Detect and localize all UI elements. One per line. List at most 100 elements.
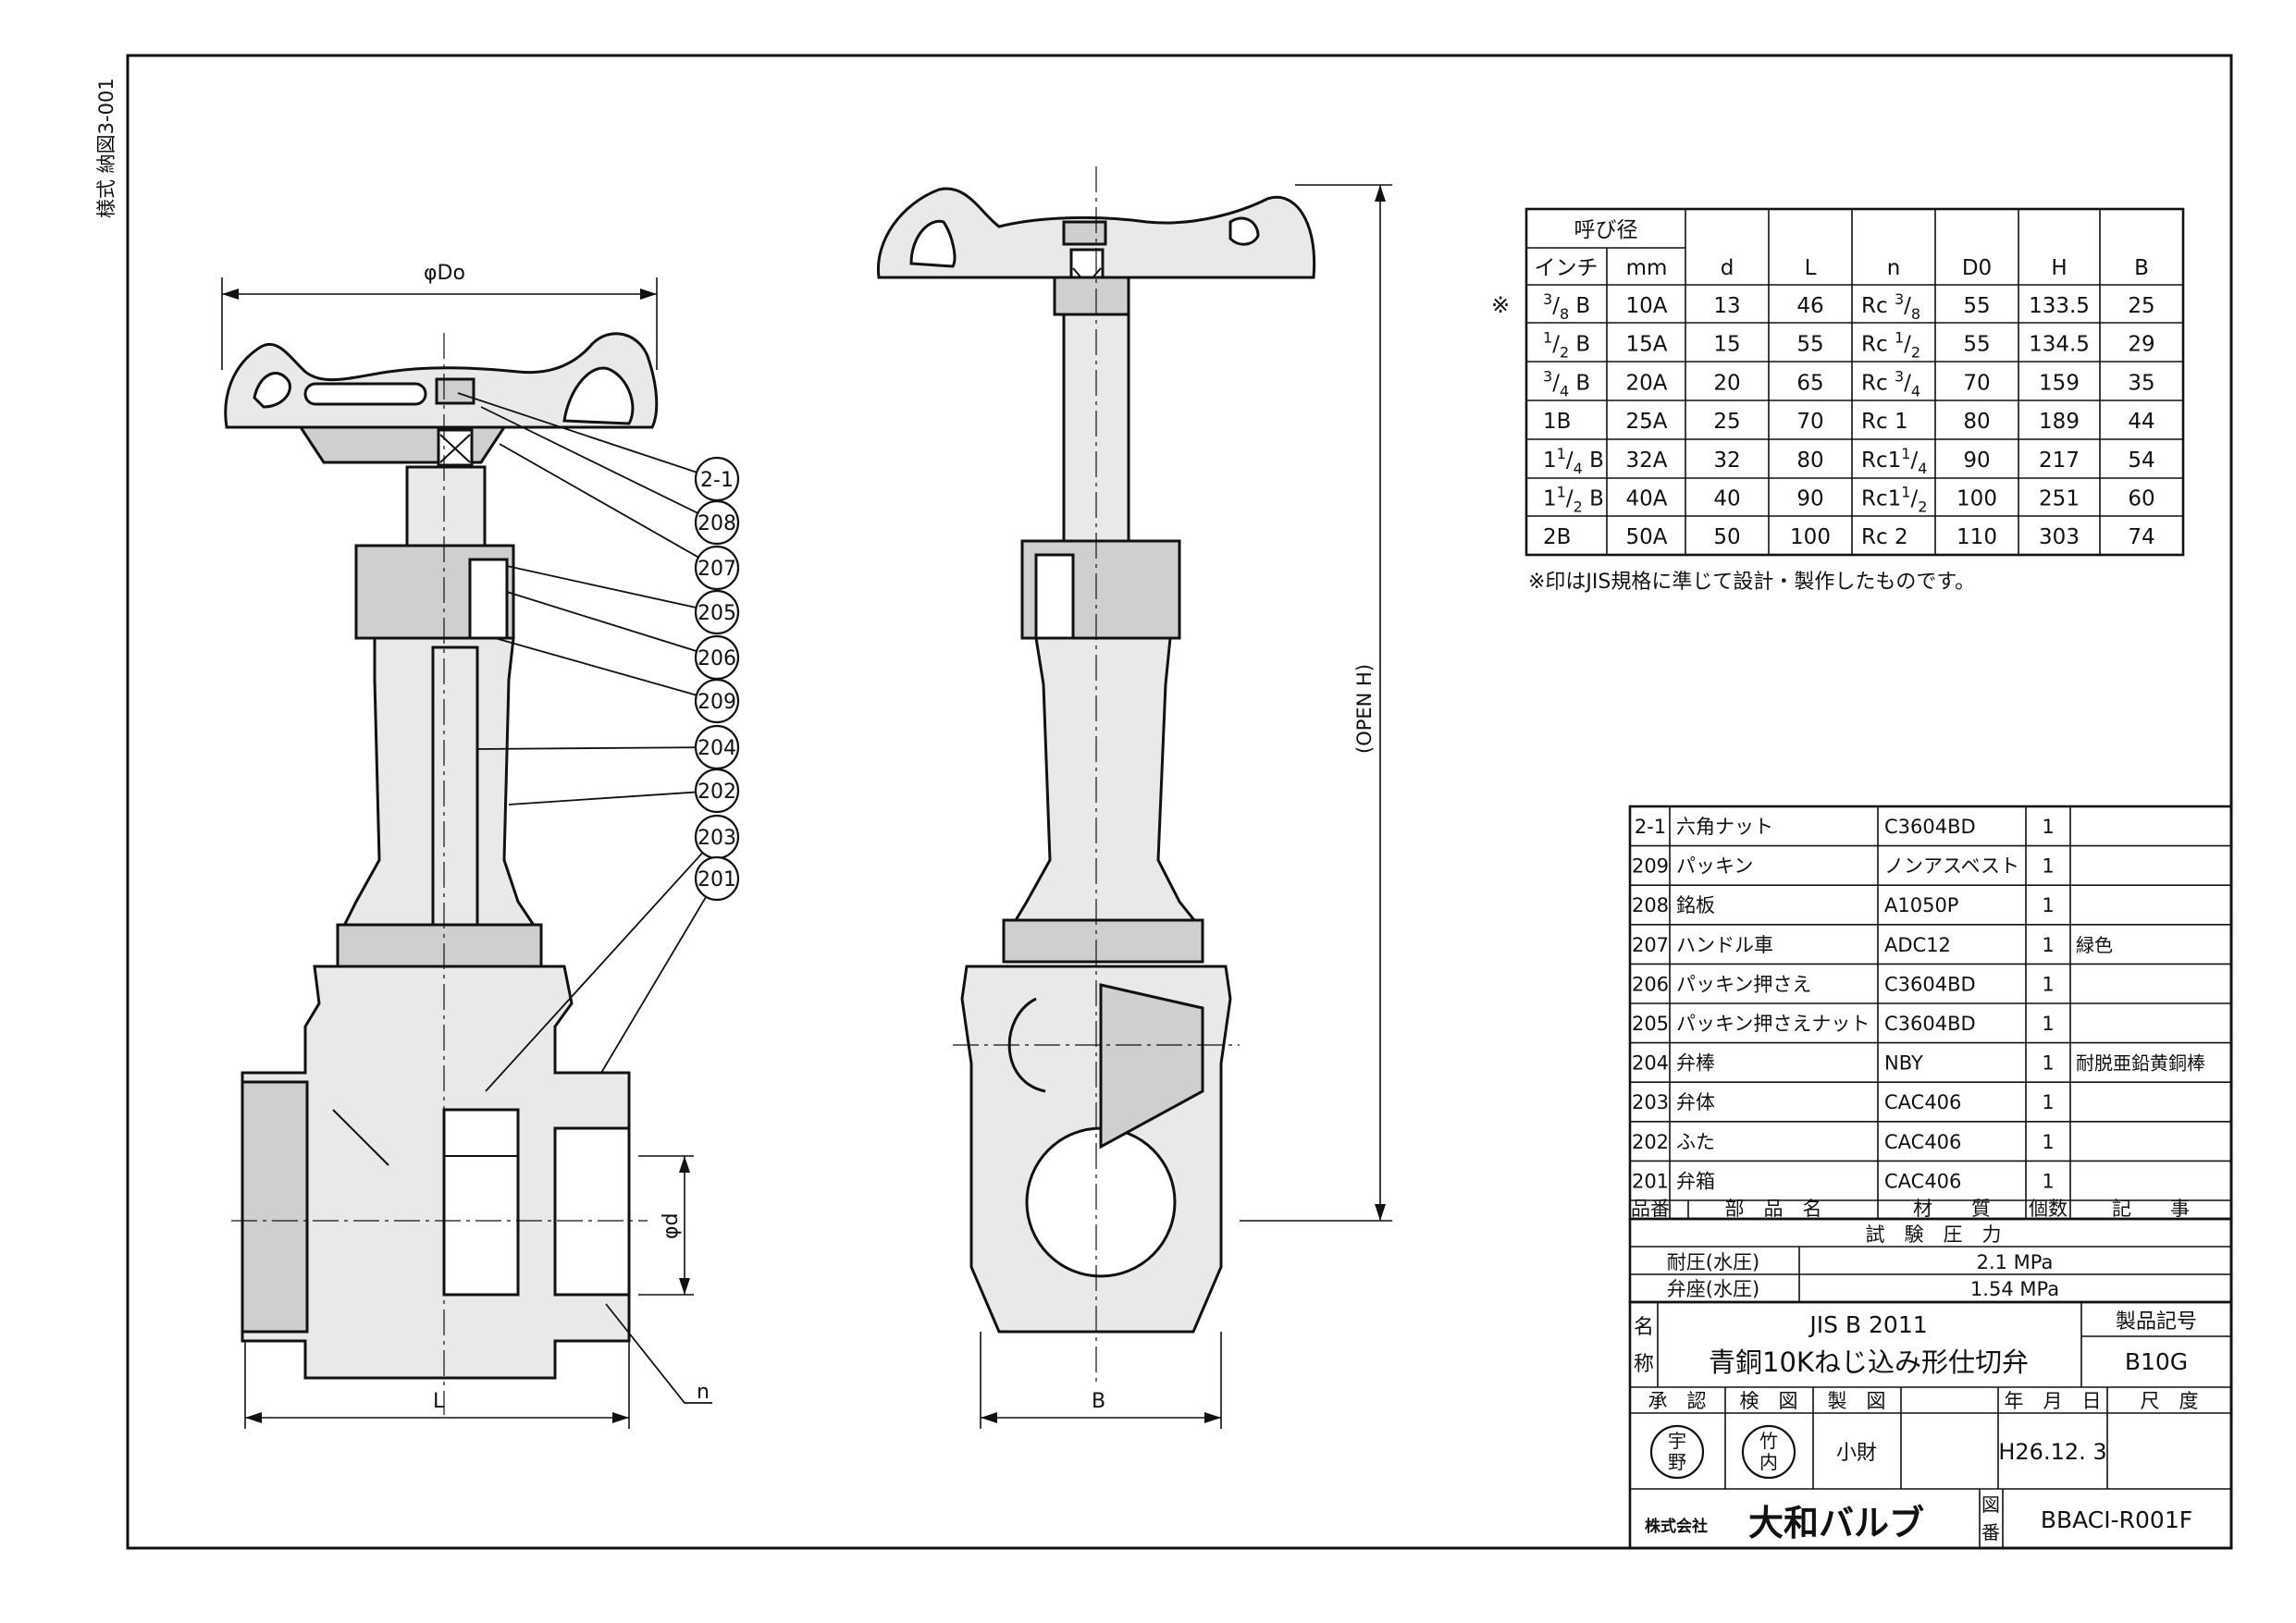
svg-text:204: 204 [697, 737, 736, 760]
dim-cell-l: 80 [1796, 449, 1823, 473]
title-product-code-label: 製品記号 [2116, 1310, 2197, 1334]
side-disc [1099, 983, 1204, 1150]
parts-cell-name: 弁棒 [1676, 1052, 1715, 1075]
dim-cell-b: 60 [2128, 487, 2154, 511]
dim-cell-d0: 100 [1957, 487, 1997, 511]
svg-text:201: 201 [697, 868, 736, 891]
dim-cell-b: 44 [2128, 410, 2154, 434]
parts-header-no: 品番 [1631, 1198, 1670, 1220]
dim-cell-d0: 55 [1963, 333, 1990, 357]
parts-cell-material: C3604BD [1884, 1013, 1976, 1035]
parts-cell-material: CAC406 [1884, 1091, 1961, 1113]
front-handwheel-hub [298, 425, 507, 464]
dim-cell-inch: 1/2 B [1543, 329, 1590, 362]
parts-cell-material: C3604BD [1884, 973, 1976, 995]
parts-cell-name: 弁箱 [1676, 1170, 1715, 1192]
svg-text:竹: 竹 [1759, 1430, 1778, 1452]
parts-cell-qty: 1 [2042, 934, 2054, 956]
dim-cell-mm: 40A [1625, 487, 1667, 511]
dim-cell-n: Rc 3/8 [1861, 290, 1920, 323]
parts-cell-no: 202 [1632, 1131, 1669, 1153]
svg-text:205: 205 [697, 602, 736, 625]
sheet-border [126, 54, 2233, 1550]
parts-cell-note: 耐脱亜鉛黄銅棒 [2076, 1052, 2205, 1075]
dim-cell-d0: 90 [1963, 449, 1990, 473]
dim-table-header-b: B [2134, 256, 2149, 280]
front-body-right-port [553, 1126, 631, 1297]
company-prefix: 株式会社 [1645, 1517, 1708, 1536]
dim-cell-inch: 11/4 B [1543, 445, 1604, 477]
front-body-left-port [241, 1080, 309, 1334]
dim-cell-h: 134.5 [2029, 333, 2090, 357]
parts-cell-material: ADC12 [1884, 934, 1951, 956]
parts-cell-qty: 1 [2042, 1170, 2054, 1192]
parts-cell-name: 銘板 [1676, 894, 1715, 916]
dim-cell-mm: 15A [1625, 333, 1667, 357]
dim-cell-n: Rc 2 [1861, 525, 1908, 549]
dim-cell-n: Rc11/4 [1861, 445, 1927, 477]
approver-seal: 宇 野 [1649, 1424, 1705, 1480]
balloon-201: 201 [694, 855, 740, 902]
parts-header-name: 部 品 名 [1725, 1198, 1822, 1220]
parts-cell-name: パッキン [1676, 855, 1753, 878]
parts-cell-material: ノンアスベスト [1884, 855, 2019, 878]
dim-table-header-d0: D0 [1962, 256, 1992, 280]
parts-cell-name: パッキン押さえ [1676, 973, 1811, 995]
parts-cell-qty: 1 [2042, 1013, 2054, 1035]
dim-cell-l: 90 [1796, 487, 1823, 511]
parts-cell-note: 緑色 [2076, 934, 2113, 956]
test-pressure-block: 試 験 圧 力 耐圧(水圧) 2.1 MPa 弁座(水圧) 1.54 MPa [1628, 1217, 2233, 1304]
dim-cell-inch: 3/8 B [1543, 290, 1590, 323]
parts-cell-qty: 1 [2042, 816, 2054, 838]
parts-header-material: 材 質 [1913, 1198, 1991, 1220]
parts-cell-name: パッキン押さえナット [1676, 1013, 1870, 1035]
balloon-206: 206 [694, 634, 740, 681]
dim-cell-mm: 20A [1625, 371, 1667, 395]
dim-cell-h: 251 [2039, 487, 2080, 511]
dim-cell-d0: 110 [1957, 525, 1997, 549]
parts-cell-name: 弁体 [1676, 1091, 1715, 1113]
dim-cell-h: 189 [2039, 410, 2080, 434]
parts-cell-no: 2-1 [1635, 816, 1666, 838]
dim-cell-l: 46 [1796, 294, 1823, 318]
front-handwheel-slot-left [253, 372, 291, 409]
parts-cell-name: ハンドル車 [1676, 934, 1773, 956]
dim-open-h: (OPEN H) [1353, 664, 1376, 754]
dim-phi-do: φDo [424, 262, 465, 285]
dim-cell-mm: 50A [1625, 525, 1667, 549]
balloon-205: 205 [694, 589, 740, 635]
parts-cell-no: 201 [1632, 1170, 1669, 1192]
parts-row: 205 パッキン押さえナット C3604BD 1 [1632, 1013, 2055, 1035]
title-header-check: 検 図 [1740, 1390, 1798, 1412]
balloon-203: 203 [694, 814, 740, 860]
side-body-port [1025, 1126, 1177, 1278]
dim-cell-d: 32 [1713, 449, 1740, 473]
side-form-label: 様式 納図3-001 [95, 78, 117, 218]
front-handwheel-slot-right [562, 366, 635, 425]
dim-b: B [1092, 1390, 1105, 1413]
parts-header-qty: 個数 [2029, 1198, 2068, 1220]
dim-cell-n: Rc11/2 [1861, 484, 1927, 516]
balloon-209: 209 [694, 678, 740, 724]
balloon-202: 202 [694, 768, 740, 814]
side-packing-gland [1034, 553, 1075, 640]
parts-cell-qty: 1 [2042, 894, 2054, 916]
test-pressure-label-1: 耐圧(水圧) [1667, 1251, 1759, 1273]
front-stem-lower [431, 646, 479, 954]
parts-cell-material: CAC406 [1884, 1131, 1961, 1153]
svg-text:207: 207 [697, 558, 736, 581]
dim-cell-b: 35 [2128, 371, 2154, 395]
jis-mark: ※ [1491, 292, 1510, 318]
parts-cell-no: 205 [1632, 1013, 1669, 1035]
title-name-label-1: 名 [1634, 1316, 1654, 1339]
